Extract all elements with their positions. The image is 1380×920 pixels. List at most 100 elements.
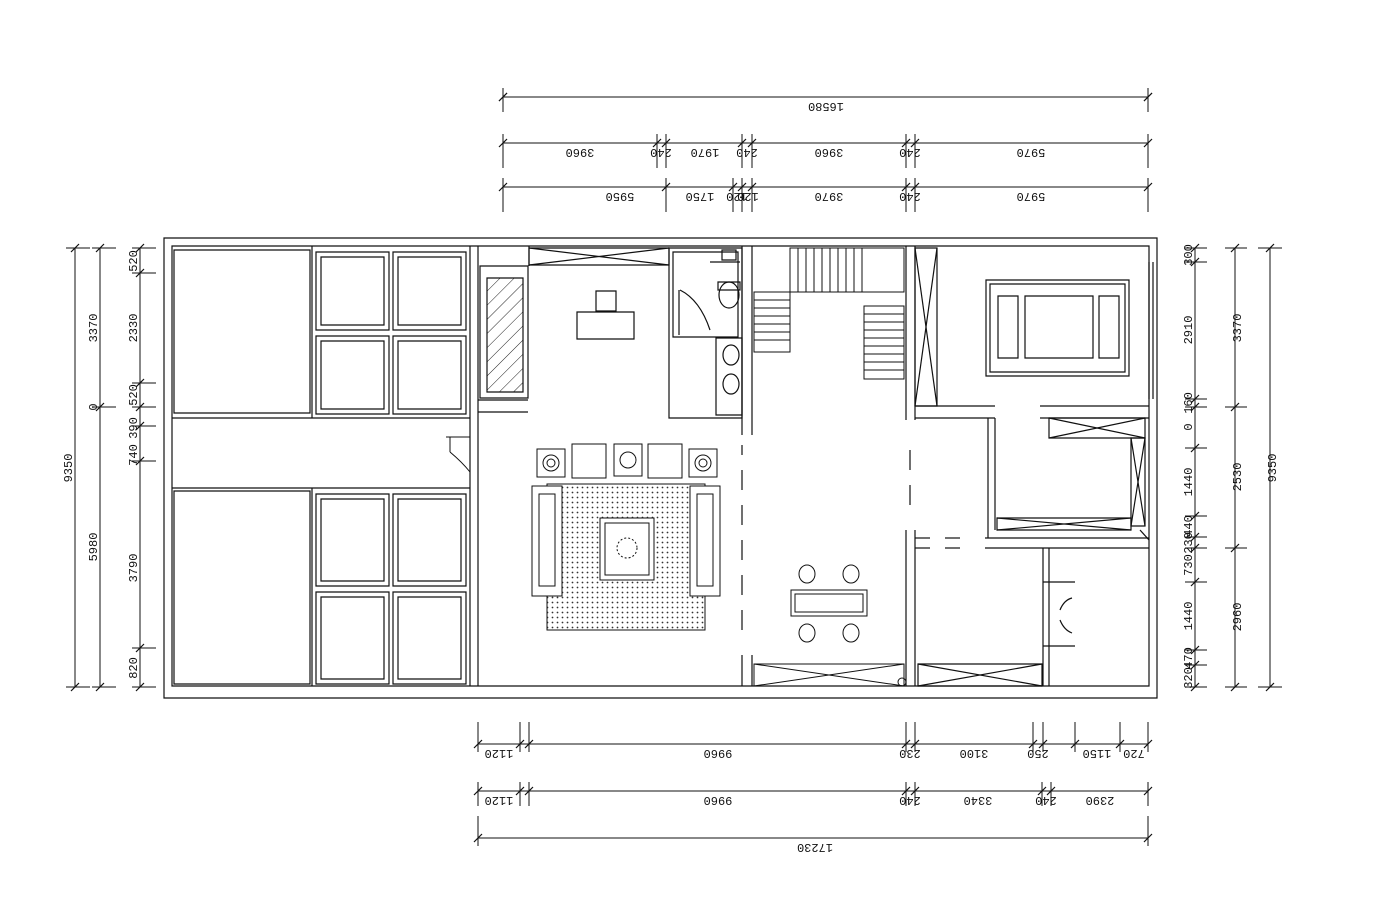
dim-top-r2-2: 1750 — [686, 189, 715, 203]
left-dimension-labels: 9350 3370 0 5980 520 2330 520 390 740 37… — [62, 250, 141, 679]
dimension-tick — [525, 740, 533, 748]
dimension-tick — [1047, 787, 1055, 795]
dim-bot-overall: 17230 — [797, 840, 833, 854]
dim-top-overall: 16580 — [808, 99, 844, 113]
dim-right-inner-10: 320 — [1182, 667, 1196, 689]
dim-top-r1-7: 5970 — [1017, 145, 1046, 159]
dim-right-outer-3: 2960 — [1231, 603, 1245, 632]
dim-left-outer-3: 5980 — [87, 533, 101, 562]
dimension-tick — [911, 740, 919, 748]
dimension-tick — [136, 244, 144, 252]
dim-bot-r2-2: 9960 — [704, 793, 733, 807]
dimension-tick — [1191, 258, 1199, 266]
dimension-tick — [1144, 139, 1152, 147]
dimension-tick — [748, 183, 756, 191]
dim-top-r2-5: 3970 — [815, 189, 844, 203]
dim-right-inner-3: 160 — [1182, 392, 1196, 414]
dimension-tick — [474, 787, 482, 795]
dimension-tick — [474, 834, 482, 842]
dimension-tick — [902, 139, 910, 147]
dim-right-inner-6: 440 — [1182, 515, 1196, 537]
dimension-tick — [1191, 646, 1199, 654]
dim-bot-r2-1: 1120 — [485, 793, 514, 807]
dim-top-r2-3: 120 — [726, 189, 748, 203]
dimension-tick — [1191, 444, 1199, 452]
dim-top-r1-3: 1970 — [691, 145, 720, 159]
dimension-tick — [516, 740, 524, 748]
dim-left-outer-2: 0 — [87, 403, 101, 410]
dimension-tick — [1144, 183, 1152, 191]
dim-right-inner-1: 300 — [1182, 244, 1196, 266]
dim-top-r2-6: 240 — [899, 189, 921, 203]
dining-area — [754, 565, 906, 686]
dimension-tick — [902, 787, 910, 795]
dimension-tick — [1071, 740, 1079, 748]
dimension-tick — [71, 683, 79, 691]
dim-left-overall: 9350 — [62, 454, 76, 483]
dimension-tick — [96, 403, 104, 411]
dim-right-inner-9: 1440 — [1182, 602, 1196, 631]
right-dimensions — [1185, 248, 1282, 687]
staircase — [754, 248, 904, 379]
lower-right-room — [918, 548, 1075, 686]
dimension-tick — [1231, 683, 1239, 691]
dimension-tick — [1191, 395, 1199, 403]
dim-left-inner-1: 520 — [127, 250, 141, 272]
dim-left-inner-5: 740 — [127, 444, 141, 466]
dim-right-inner-8: 730 — [1182, 554, 1196, 576]
dim-top-r1-2: 240 — [650, 145, 672, 159]
dimension-tick — [71, 244, 79, 252]
dim-bot-r1-2: 9960 — [704, 746, 733, 760]
dimension-tick — [729, 183, 737, 191]
dimension-tick — [136, 422, 144, 430]
bedroom — [915, 248, 1153, 418]
dim-top-r2-4: 120 — [737, 189, 759, 203]
dim-right-inner-7: 230 — [1182, 532, 1196, 554]
dim-bot-r1-6: 1150 — [1083, 746, 1112, 760]
closet — [915, 418, 1149, 548]
dim-top-r1-4: 240 — [736, 145, 758, 159]
dim-top-r1-5: 3960 — [815, 145, 844, 159]
dim-bot-r1-4: 3100 — [960, 746, 989, 760]
dimension-tick — [1231, 244, 1239, 252]
dimension-tick — [662, 139, 670, 147]
dimension-tick — [911, 139, 919, 147]
dim-top-r1-1: 3960 — [566, 145, 595, 159]
dimension-tick — [96, 683, 104, 691]
dim-left-inner-6: 3790 — [127, 554, 141, 583]
dimension-tick — [738, 139, 746, 147]
dim-right-outer-2: 2530 — [1231, 463, 1245, 492]
right-dimension-labels: 9350 3370 2530 2960 300 2910 160 0 1440 … — [1182, 244, 1280, 689]
dim-bot-r2-4: 3340 — [964, 793, 993, 807]
living-room — [532, 444, 720, 630]
dimension-tick — [1191, 533, 1199, 541]
dim-left-inner-2: 2330 — [127, 314, 141, 343]
dim-left-inner-3: 520 — [127, 384, 141, 406]
dimension-tick — [911, 183, 919, 191]
dimension-tick — [1144, 93, 1152, 101]
dimension-tick — [1116, 740, 1124, 748]
dimension-tick — [911, 787, 919, 795]
dimension-tick — [1191, 244, 1199, 252]
dimension-tick — [525, 787, 533, 795]
dimension-tick — [516, 787, 524, 795]
dimension-tick — [738, 183, 746, 191]
dim-left-outer-1: 3370 — [87, 314, 101, 343]
dimension-tick — [136, 457, 144, 465]
dim-top-r2-7: 5970 — [1017, 189, 1046, 203]
entry-door — [446, 437, 470, 472]
dimension-tick — [902, 183, 910, 191]
top-dimensions — [499, 88, 1152, 212]
dim-top-r1-6: 240 — [899, 145, 921, 159]
left-dimensions — [66, 248, 156, 687]
dimension-tick — [1231, 403, 1239, 411]
dimension-tick — [1191, 544, 1199, 552]
bottom-dimensions — [478, 722, 1148, 846]
dimension-tick — [1191, 683, 1199, 691]
dim-bot-r2-6: 2390 — [1086, 793, 1115, 807]
dimension-tick — [748, 139, 756, 147]
dimension-tick — [1029, 740, 1037, 748]
dimension-tick — [136, 683, 144, 691]
dimension-tick — [136, 403, 144, 411]
